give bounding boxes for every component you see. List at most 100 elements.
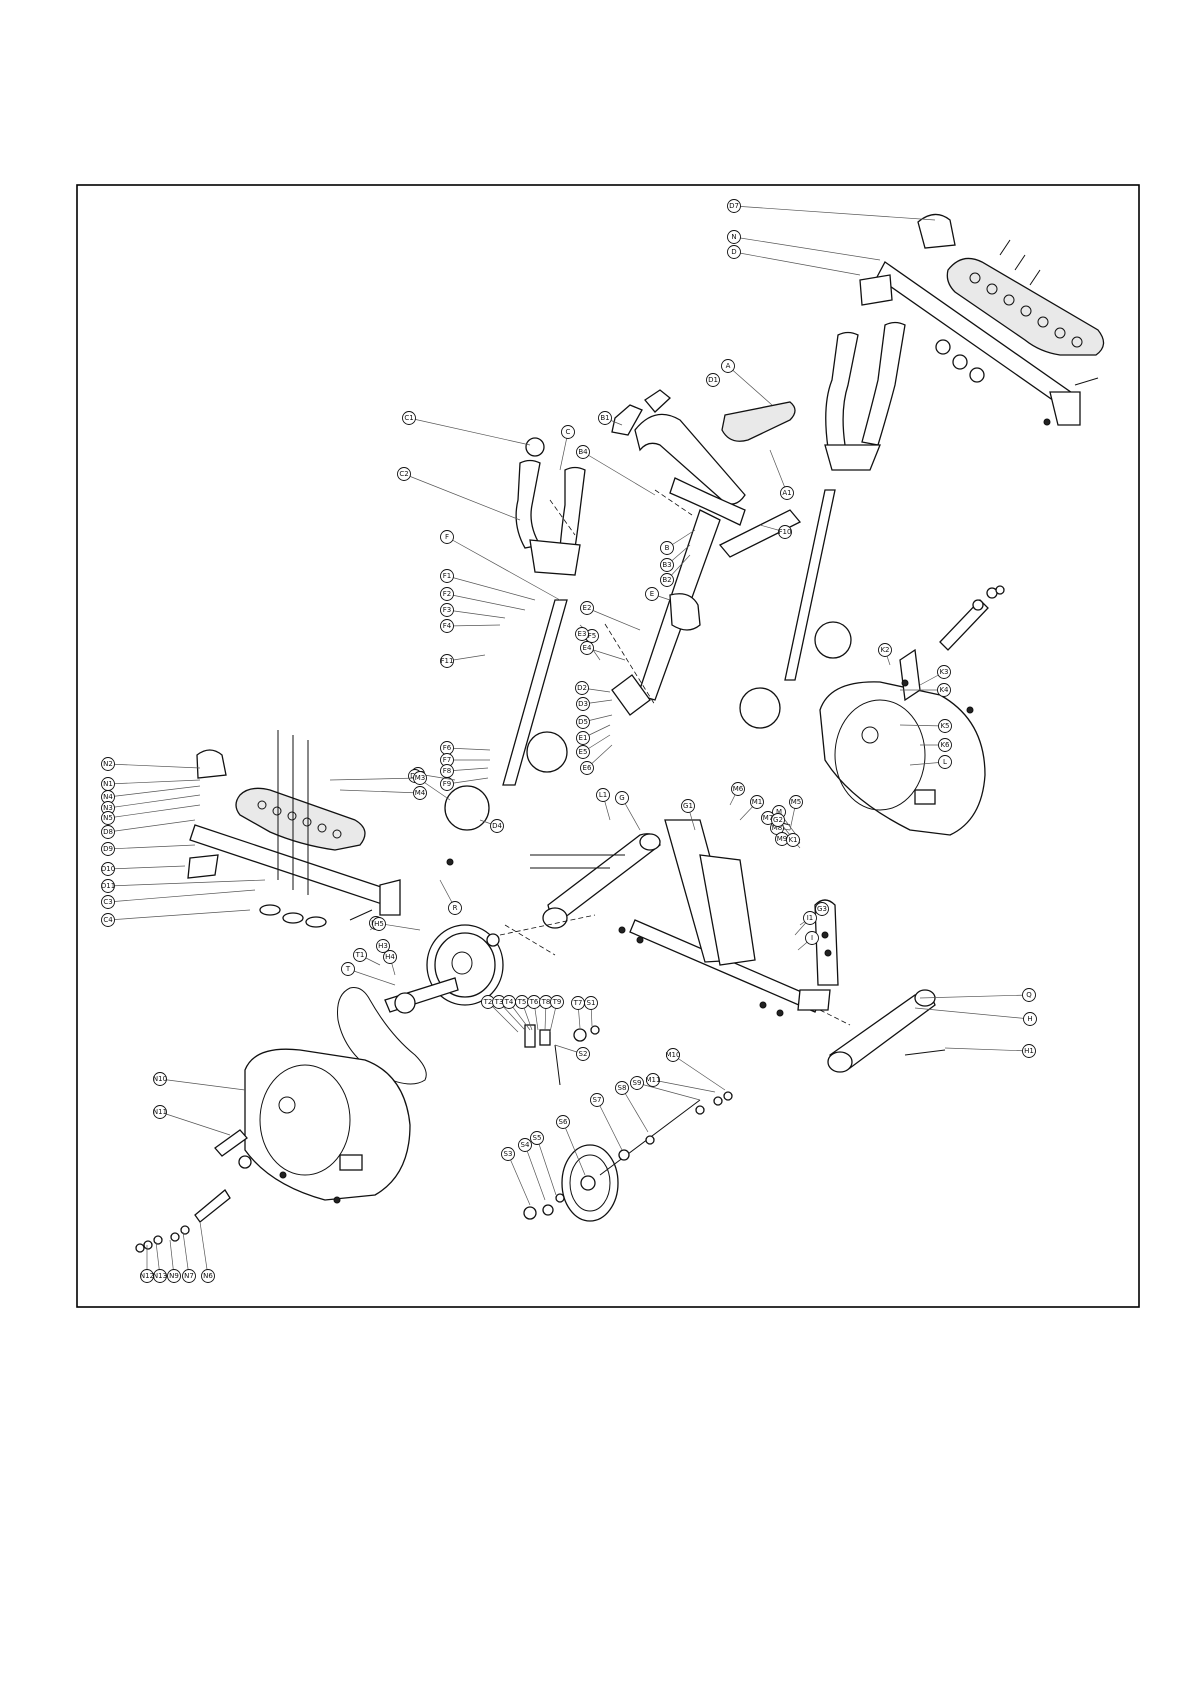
right-cover-window — [914, 789, 936, 805]
callout-circle — [937, 683, 951, 697]
left-crank-nut-3 — [135, 1243, 145, 1253]
callout-circle — [727, 230, 741, 244]
callout: E6 — [580, 744, 613, 775]
callout-circle — [580, 761, 594, 775]
callout-label: S9 — [633, 1079, 642, 1087]
callout-leader — [914, 1007, 1031, 1020]
callout-label: N3 — [103, 804, 113, 812]
callout-label: T4 — [504, 998, 514, 1006]
callout-circle — [805, 931, 819, 945]
callout-leader — [107, 763, 201, 769]
callout: K1 — [786, 833, 801, 849]
callout-circle — [101, 913, 115, 927]
callout-leader — [733, 205, 936, 221]
left-crank-bolt — [238, 1155, 252, 1169]
callout-leader — [446, 575, 536, 601]
left-handle-cap — [525, 437, 545, 457]
callout-label: F2 — [443, 590, 451, 598]
callout: L1 — [596, 788, 611, 821]
pivot-covers — [444, 621, 852, 831]
callout-label: F8 — [443, 767, 451, 775]
left-cover-inner — [259, 1064, 351, 1176]
callout-circle — [780, 486, 794, 500]
right-pedal-wheel-3 — [969, 367, 985, 383]
pivot-cover-upper — [611, 674, 651, 716]
callout-label: M9 — [777, 835, 788, 843]
callout-leader — [524, 1144, 546, 1201]
callout-leader — [159, 1078, 246, 1091]
callout-label: F1 — [443, 572, 451, 580]
left-cover-window — [339, 1154, 363, 1171]
callout-circle — [501, 1147, 515, 1161]
callout-label: C4 — [103, 916, 113, 924]
callout-circle — [590, 1093, 604, 1107]
callout-circle — [576, 745, 590, 759]
callout: S9 — [630, 1076, 701, 1101]
callout: F4 — [440, 619, 501, 633]
callout: C4 — [101, 909, 251, 927]
callout: F8 — [440, 764, 489, 778]
console-clip-left — [611, 404, 643, 436]
right-crank-nut-1 — [972, 599, 984, 611]
callout-leader — [107, 844, 196, 850]
callout-leader — [107, 865, 186, 870]
tension-bracket — [539, 1029, 551, 1046]
left-pedal-assembly — [187, 730, 401, 928]
callout: D8 — [101, 819, 196, 839]
callout: N — [727, 230, 881, 261]
callout-label: B2 — [662, 576, 671, 584]
callout-leader — [403, 473, 521, 521]
callout-leader — [919, 994, 1030, 999]
callout-circle — [101, 879, 115, 893]
callout-label: N4 — [103, 793, 113, 801]
callout: N4 — [101, 785, 201, 804]
callout-label: K2 — [880, 646, 889, 654]
right-pedal-wheel-1 — [935, 339, 951, 355]
callout-label: S8 — [618, 1084, 627, 1092]
callout: F10 — [759, 524, 792, 539]
callout-label: D3 — [578, 700, 588, 708]
pivot-cover-left — [526, 731, 568, 773]
flywheel-nut-1 — [523, 1206, 537, 1220]
assembly-lines — [499, 489, 851, 1026]
callout-label: H1 — [1024, 1047, 1034, 1055]
left-handle-tube-a — [515, 459, 542, 549]
callout-label: T — [345, 965, 351, 973]
callout-circle — [153, 1072, 167, 1086]
callout-label: E5 — [579, 748, 588, 756]
callout: T8 — [539, 995, 553, 1031]
callout-leader — [107, 794, 201, 809]
drive-pulley-hub — [451, 951, 473, 975]
callout: F — [440, 530, 561, 601]
callout-label: D — [731, 248, 736, 256]
callout-label: D10 — [101, 865, 115, 873]
callout-label: I — [811, 934, 813, 942]
callout-label: T8 — [541, 998, 551, 1006]
callout: M6 — [729, 782, 745, 806]
callout-circle — [402, 411, 416, 425]
right-cover-hub — [861, 726, 879, 744]
tension-assembly — [524, 1024, 600, 1086]
callout: D1 — [706, 373, 720, 387]
callout-leader — [182, 1231, 190, 1277]
callout-circle — [167, 1269, 181, 1283]
callout-label: E3 — [578, 630, 587, 638]
callout: T7 — [571, 996, 585, 1029]
callout-label: G — [619, 794, 624, 802]
callout-circle — [556, 1115, 570, 1129]
callout-label: H5 — [374, 920, 384, 928]
callout-label: G3 — [817, 905, 827, 913]
callout: F7 — [440, 753, 490, 767]
callout-leader — [107, 909, 251, 921]
callout-leader — [446, 536, 561, 601]
callout-circle — [440, 777, 454, 791]
callout-label: S6 — [559, 1118, 568, 1126]
flywheel-nut-2 — [542, 1204, 554, 1216]
callout: K2 — [878, 643, 892, 666]
callout-label: F10 — [779, 528, 792, 536]
callout-circle — [576, 697, 590, 711]
right-cover-shell — [819, 681, 986, 836]
callout-label: A — [726, 362, 731, 370]
flywheel-nut-5 — [723, 1091, 733, 1101]
left-handle-tube-b — [559, 466, 586, 549]
